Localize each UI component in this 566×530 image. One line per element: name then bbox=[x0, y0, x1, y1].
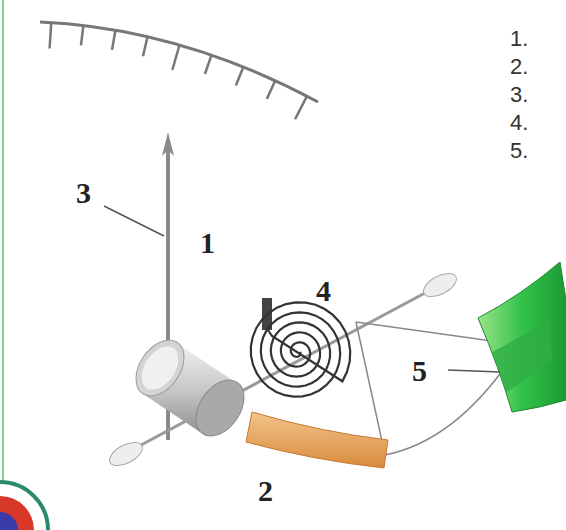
list-number: 3. bbox=[510, 84, 528, 106]
pointer-tip bbox=[162, 132, 174, 156]
callout-number: 4 bbox=[316, 276, 331, 306]
support-line bbox=[356, 322, 385, 455]
scale-tick bbox=[205, 55, 212, 74]
corner-logo bbox=[0, 482, 48, 530]
corner-logo bbox=[0, 512, 18, 530]
frame-line bbox=[2, 0, 4, 480]
scale-tick bbox=[143, 37, 148, 56]
scale-arc bbox=[40, 22, 318, 102]
list-number: 4. bbox=[510, 112, 528, 134]
moving-vane bbox=[246, 412, 388, 468]
callout-number: 3 bbox=[76, 178, 91, 208]
scale-ticks bbox=[50, 23, 307, 120]
damper bbox=[478, 262, 566, 412]
axis-end bbox=[420, 269, 460, 302]
leader-line bbox=[448, 370, 500, 372]
axis-end bbox=[106, 438, 146, 471]
scale-tick bbox=[236, 67, 243, 86]
scale-tick bbox=[50, 23, 52, 49]
scale-tick bbox=[295, 96, 307, 119]
spiral-spring bbox=[251, 302, 350, 396]
scale-tick bbox=[172, 45, 179, 70]
callout-number: 1 bbox=[200, 228, 215, 258]
callout-number: 2 bbox=[258, 476, 273, 506]
corner-logo bbox=[0, 496, 34, 530]
coil bbox=[126, 331, 254, 445]
list-number: 1. bbox=[510, 28, 528, 50]
scale-tick bbox=[81, 25, 83, 45]
list-number: 2. bbox=[510, 56, 528, 78]
scale-tick bbox=[267, 81, 275, 99]
list-number: 5. bbox=[510, 140, 528, 162]
leader-line bbox=[104, 206, 164, 236]
scale-tick bbox=[112, 30, 115, 50]
callout-number: 5 bbox=[412, 356, 427, 386]
